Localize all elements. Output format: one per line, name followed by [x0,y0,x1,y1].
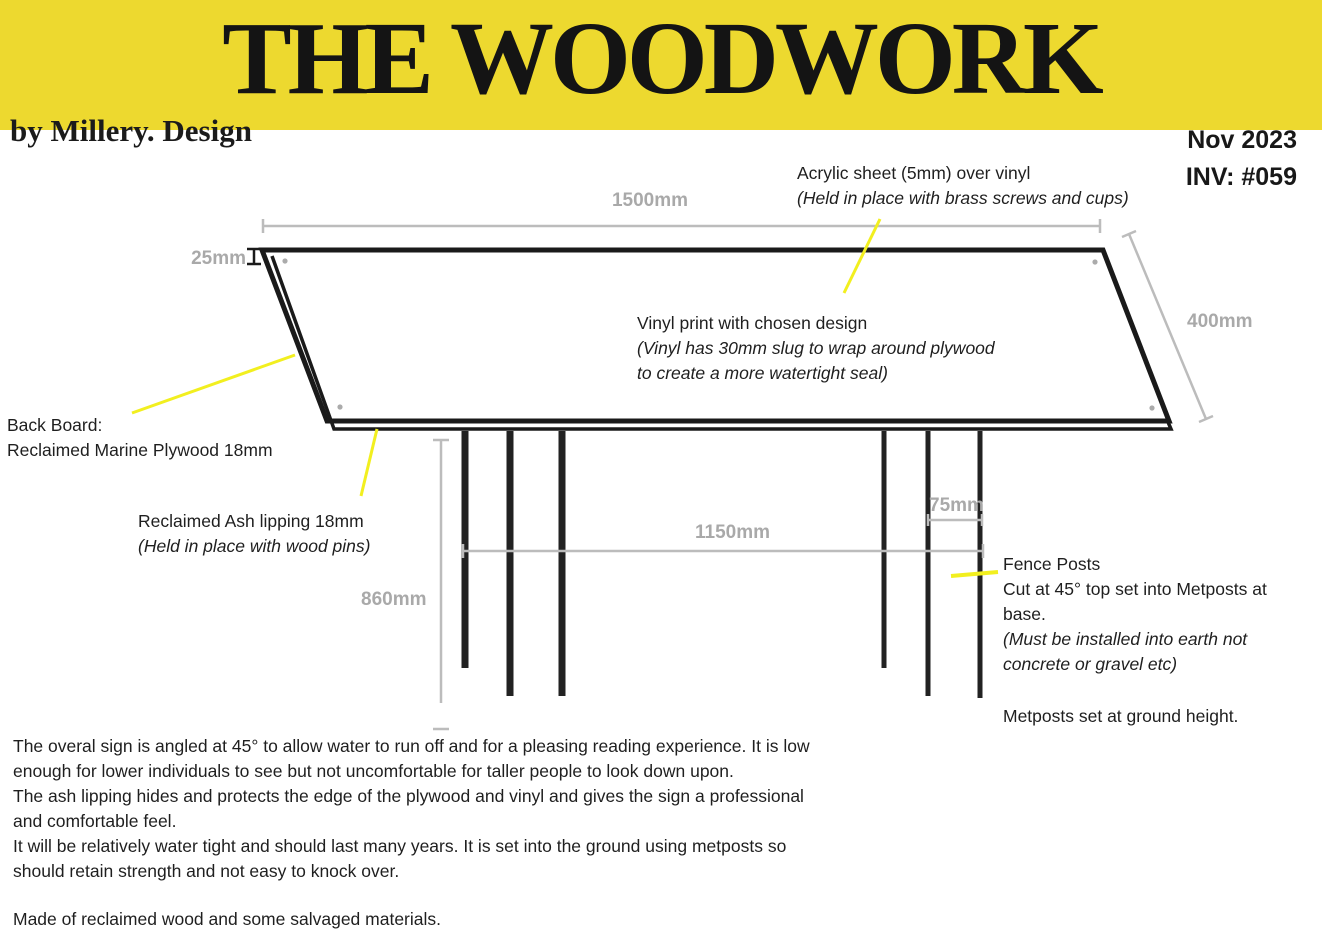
annotation-acrylic: Acrylic sheet (5mm) over vinyl (Held in … [797,161,1129,211]
dim-label-400mm: 400mm [1187,311,1253,332]
description-paragraph: The overal sign is angled at 45° to allo… [13,734,810,885]
description-line: The ash lipping hides and protects the e… [13,786,804,807]
screw-dot [337,404,343,410]
callout-line-fence-posts [950,570,999,578]
annotation-fence-posts-line3: base. [1003,604,1046,624]
annotation-vinyl-line3: to create a more watertight seal) [637,363,888,383]
annotation-fence-posts-line4: (Must be installed into earth not [1003,629,1248,649]
dimension-line-75mm [926,514,984,526]
byline: by Millery. Design [10,113,252,148]
date-label: Nov 2023 [1187,126,1297,154]
description-line: It will be relatively water tight and sh… [13,836,787,857]
invoice-number: INV: #059 [1185,163,1297,191]
dim-label-25mm: 25mm [191,248,246,269]
annotation-vinyl-line2: (Vinyl has 30mm slug to wrap around plyw… [637,338,995,358]
annotation-lipping-line1: Reclaimed Ash lipping 18mm [138,511,364,531]
header-band [0,0,1322,130]
materials-note: Made of reclaimed wood and some salvaged… [13,909,441,929]
description-line: The overal sign is angled at 45° to allo… [13,736,810,756]
annotation-fence-posts-line2: Cut at 45° top set into Metposts at [1003,579,1267,599]
annotation-lipping: Reclaimed Ash lipping 18mm (Held in plac… [138,509,370,559]
callout-line-lipping [359,428,379,497]
sign-panel-lipping-edge [270,255,1174,431]
annotation-back-board: Back Board: Reclaimed Marine Plywood 18m… [7,413,273,463]
annotation-fence-posts-line1: Fence Posts [1003,554,1101,574]
annotation-vinyl-line1: Vinyl print with chosen design [637,313,868,333]
annotation-lipping-line2: (Held in place with wood pins) [138,536,371,556]
dimension-line-860mm [433,438,449,731]
annotation-back-board-line1: Back Board: [7,415,103,435]
sign-panel-outline [258,247,1173,424]
dim-label-75mm: 75mm [929,495,984,516]
dim-label-1500mm: 1500mm [611,190,689,211]
annotation-metposts: Metposts set at ground height. [1003,706,1239,726]
screw-dot [1149,405,1155,411]
dimension-line-1500mm [261,219,1102,233]
annotation-fence-posts-line5: concrete or gravel etc) [1003,654,1178,674]
description-line: enough for lower individuals to see but … [13,761,734,782]
annotation-back-board-line2: Reclaimed Marine Plywood 18mm [7,440,273,460]
dimension-line-1150mm [461,544,985,558]
dim-label-1150mm: 1150mm [695,522,771,543]
annotation-vinyl: Vinyl print with chosen design (Vinyl ha… [637,311,995,386]
page-title: THE WOODWORK [222,1,1104,116]
dimension-line-400mm [1121,229,1214,424]
description-line: and comfortable feel. [13,811,177,832]
screw-dot [282,258,288,264]
callout-line-acrylic [842,218,882,294]
dim-label-860mm: 860mm [361,589,427,610]
annotation-fence-posts: Fence Posts Cut at 45° top set into Metp… [1003,552,1267,677]
annotation-acrylic-line2: (Held in place with brass screws and cup… [797,188,1129,208]
screw-dot [1092,259,1098,265]
description-line: should retain strength and not easy to k… [13,861,400,882]
callout-line-back-board [131,353,296,415]
dimension-marker-25mm [247,247,261,266]
annotation-acrylic-line1: Acrylic sheet (5mm) over vinyl [797,163,1031,183]
